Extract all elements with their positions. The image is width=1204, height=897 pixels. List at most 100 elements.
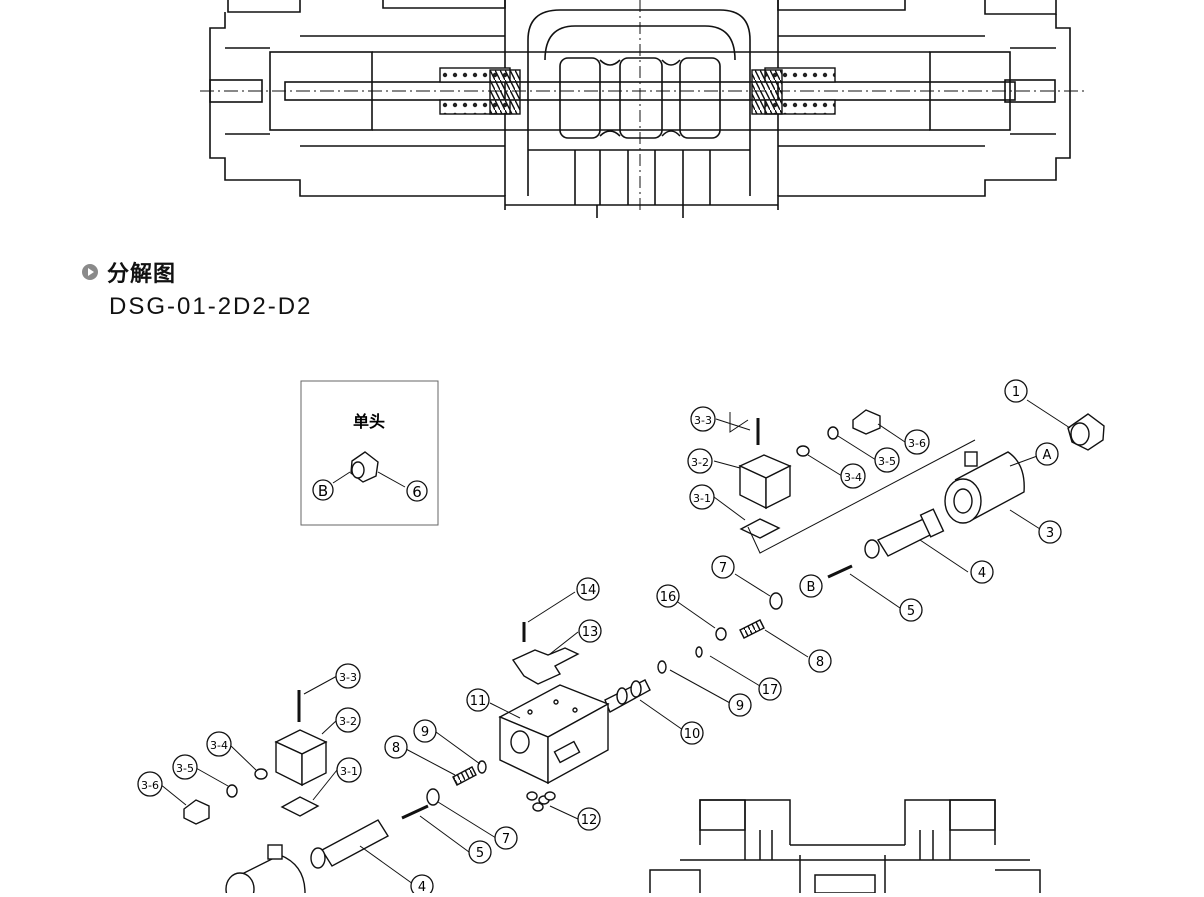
callout-17: 17	[758, 677, 782, 701]
push-pin-part	[827, 564, 853, 579]
svg-text:8: 8	[392, 741, 400, 756]
svg-text:3-1: 3-1	[693, 492, 711, 505]
end-cap-part	[1067, 413, 1105, 451]
svg-text:3-2: 3-2	[339, 715, 357, 728]
nameplate-part	[511, 647, 580, 685]
svg-text:3: 3	[1046, 526, 1054, 541]
callout-8: 8	[808, 649, 832, 673]
callout-5: 5	[899, 598, 923, 622]
callout-3-6: 3-6	[904, 429, 930, 455]
svg-text:3-3: 3-3	[694, 414, 712, 427]
callout-lower-3-6: 3-6	[137, 771, 163, 797]
callout-a: A	[1035, 442, 1059, 466]
svg-text:8: 8	[816, 655, 824, 670]
callout-3-2: 3-2	[687, 448, 713, 474]
callout-14: 14	[576, 577, 600, 601]
svg-text:4: 4	[418, 880, 426, 893]
plug-part	[183, 799, 210, 825]
callout-lower-3-5: 3-5	[172, 754, 198, 780]
callout-3-5: 3-5	[874, 447, 900, 473]
callout-7: 7	[711, 555, 735, 579]
snap-ring-part	[695, 646, 703, 658]
callout-3-3: 3-3	[690, 406, 716, 432]
svg-text:16: 16	[660, 590, 677, 605]
leader-line	[377, 471, 406, 488]
alignment-lines	[159, 399, 1071, 885]
svg-text:5: 5	[907, 604, 915, 619]
nut-part	[254, 768, 268, 780]
callout-9: 9	[728, 693, 752, 717]
svg-text:17: 17	[762, 683, 779, 698]
callout-11: 11	[466, 688, 490, 712]
leader-line	[332, 471, 351, 484]
section-header: 分解图	[82, 256, 176, 288]
callout-lower-3-2: 3-2	[335, 707, 361, 733]
solenoid-coil-part	[225, 844, 306, 897]
callout-b: B	[799, 574, 823, 598]
svg-text:B: B	[807, 580, 816, 595]
inset-title: 单头	[353, 412, 385, 431]
solenoid-coil-part	[944, 451, 1025, 524]
solenoid-tube-part	[864, 508, 945, 559]
gasket-part	[739, 518, 781, 539]
svg-text:7: 7	[502, 832, 510, 847]
callout-lower-8: 8	[384, 735, 408, 759]
seal-rings-part	[526, 791, 556, 812]
callout-3-1: 3-1	[689, 484, 715, 510]
svg-text:9: 9	[421, 725, 429, 740]
svg-text:4: 4	[978, 566, 986, 581]
retainer-part	[657, 660, 667, 674]
svg-text:3-5: 3-5	[176, 762, 194, 775]
o-ring-part	[827, 426, 839, 440]
plug-icon	[350, 451, 379, 483]
push-pin-part	[401, 804, 429, 820]
callout-lower-5: 5	[468, 840, 492, 864]
solenoid-tube-part	[310, 819, 389, 869]
nut-part	[796, 445, 810, 457]
svg-text:6: 6	[412, 483, 422, 501]
svg-text:3-6: 3-6	[141, 779, 159, 792]
svg-text:A: A	[1043, 448, 1052, 463]
spool-part	[604, 679, 651, 713]
callout-lower-7: 7	[494, 826, 518, 850]
bottom-section-drawing	[649, 799, 1041, 894]
inset-callout-b: B	[312, 479, 334, 501]
o-ring-part	[769, 592, 783, 610]
o-ring-part	[426, 788, 440, 806]
callout-lower-3-4: 3-4	[206, 731, 232, 757]
valve-body-part	[498, 684, 610, 785]
svg-text:12: 12	[581, 813, 598, 828]
svg-text:3-6: 3-6	[908, 437, 926, 450]
callout-1: 1	[1004, 379, 1028, 403]
junction-box-part	[738, 454, 792, 510]
cross-section-drawing	[209, 0, 1071, 218]
svg-text:3-5: 3-5	[878, 455, 896, 468]
svg-text:3-2: 3-2	[691, 456, 709, 469]
callout-10: 10	[680, 721, 704, 745]
callout-12: 12	[577, 807, 601, 831]
svg-text:3-1: 3-1	[340, 765, 358, 778]
washer-part	[715, 627, 727, 641]
svg-text:1: 1	[1012, 385, 1020, 400]
svg-text:13: 13	[582, 625, 599, 640]
exploded-parts	[183, 409, 1105, 897]
bullet-icon	[82, 264, 98, 280]
svg-text:14: 14	[580, 583, 597, 598]
svg-text:3-4: 3-4	[210, 739, 228, 752]
model-number: DSG-01-2D2-D2	[109, 293, 313, 320]
callout-4: 4	[970, 560, 994, 584]
solenoid-coil-section	[439, 67, 836, 115]
spring-part	[739, 619, 765, 639]
plug-part	[852, 409, 881, 435]
svg-text:10: 10	[684, 727, 701, 742]
section-title: 分解图	[107, 262, 177, 287]
callout-lower-3-3: 3-3	[335, 663, 361, 689]
spring-part	[452, 766, 477, 786]
svg-text:5: 5	[476, 846, 484, 861]
callout-lower-9: 9	[413, 719, 437, 743]
callout-labels: 1 A 3 4 5 B 7 8 16 17 9 10 14 13 11 12 3…	[137, 379, 1062, 897]
svg-text:9: 9	[736, 699, 744, 714]
callout-3-4: 3-4	[840, 463, 866, 489]
